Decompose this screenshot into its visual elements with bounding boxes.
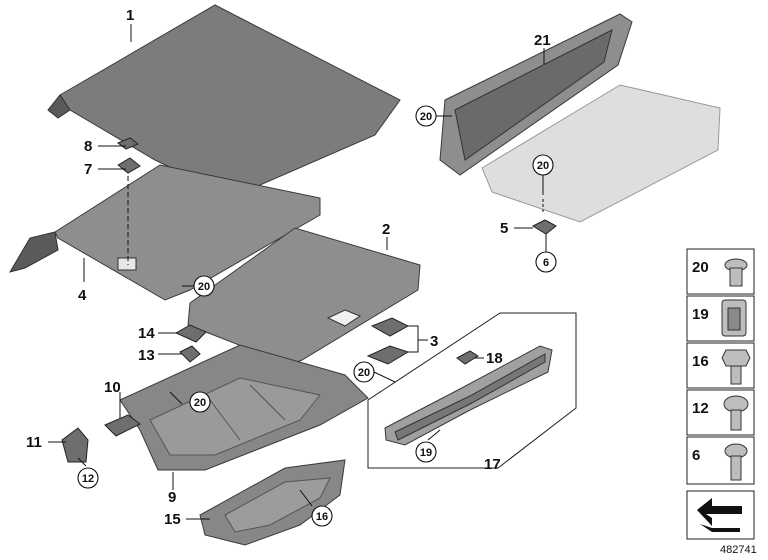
floor-panel-handle-cutout	[117, 257, 137, 271]
callout-circle-20-light-panel: 20	[532, 154, 554, 176]
legend-label-20: 20	[692, 259, 709, 276]
svg-text:20: 20	[194, 397, 206, 409]
part-10-hinge	[104, 414, 141, 437]
screw-icon	[724, 443, 748, 481]
part-13-clip	[179, 345, 201, 363]
part-17-sill-trim	[384, 345, 553, 446]
callout-17: 17	[484, 456, 501, 473]
callout-18: 18	[486, 350, 503, 367]
svg-text:12: 12	[82, 473, 94, 485]
part-21-rear-panel	[439, 13, 633, 176]
part-14-bracket	[174, 324, 207, 343]
leader-lines	[48, 24, 547, 520]
callout-2: 2	[382, 221, 390, 238]
svg-text:6: 6	[543, 257, 549, 269]
callout-3: 3	[430, 333, 438, 350]
callout-10: 10	[104, 379, 121, 396]
reference-number: 482741	[720, 544, 757, 556]
fastener-legend: 20 19 16 12 6	[686, 248, 755, 540]
legend-cell-20	[686, 248, 755, 295]
part-3-handle-upper	[370, 317, 410, 337]
callout-15: 15	[164, 511, 181, 528]
callout-circle-16: 16	[311, 505, 333, 527]
callout-circle-19: 19	[415, 441, 437, 463]
light-floor-panel	[481, 84, 721, 223]
legend-label-19: 19	[692, 306, 709, 323]
part-1-floor-cover	[47, 4, 401, 206]
callout-5: 5	[500, 220, 508, 237]
part-5-clip	[531, 219, 557, 235]
svg-text:20: 20	[420, 111, 432, 123]
part-18-pad	[456, 350, 479, 365]
torx-screw-icon	[723, 395, 749, 431]
legend-label-12: 12	[692, 400, 709, 417]
callout-circle-20-sill: 20	[353, 361, 375, 383]
callout-circle-6: 6	[535, 251, 557, 273]
callout-circle-20-tub: 20	[189, 391, 211, 413]
svg-text:20: 20	[198, 281, 210, 293]
callout-7: 7	[84, 161, 92, 178]
part-15-tray	[199, 459, 346, 546]
direction-symbol-icon	[697, 498, 742, 532]
legend-cell-6	[686, 436, 755, 485]
callout-4: 4	[78, 287, 87, 304]
callout-1: 1	[126, 7, 134, 24]
part-17-group-box	[367, 312, 577, 469]
callout-circle-20-top-left: 20	[415, 105, 437, 127]
part-3-handle-lower	[366, 345, 410, 365]
legend-label-6: 6	[692, 447, 700, 464]
svg-text:20: 20	[358, 367, 370, 379]
callout-9: 9	[168, 489, 176, 506]
svg-text:16: 16	[316, 511, 328, 523]
legend-label-16: 16	[692, 353, 709, 370]
part-9-luggage-tub	[119, 344, 369, 471]
svg-text:20: 20	[537, 160, 549, 172]
callout-14: 14	[138, 325, 155, 342]
hex-bolt-icon	[721, 349, 751, 385]
callout-21: 21	[534, 32, 551, 49]
svg-text:19: 19	[420, 447, 432, 459]
callout-circle-12: 12	[77, 467, 99, 489]
callout-11: 11	[26, 434, 42, 451]
part-4-floor-panel	[8, 164, 321, 301]
push-rivet-icon	[724, 258, 748, 287]
part-11-latch	[61, 427, 89, 463]
callout-8: 8	[84, 138, 92, 155]
part-7-retainer	[117, 157, 141, 174]
callout-13: 13	[138, 347, 155, 364]
callout-circle-20-floor: 20	[193, 275, 215, 297]
clip-nut-icon	[721, 299, 747, 337]
